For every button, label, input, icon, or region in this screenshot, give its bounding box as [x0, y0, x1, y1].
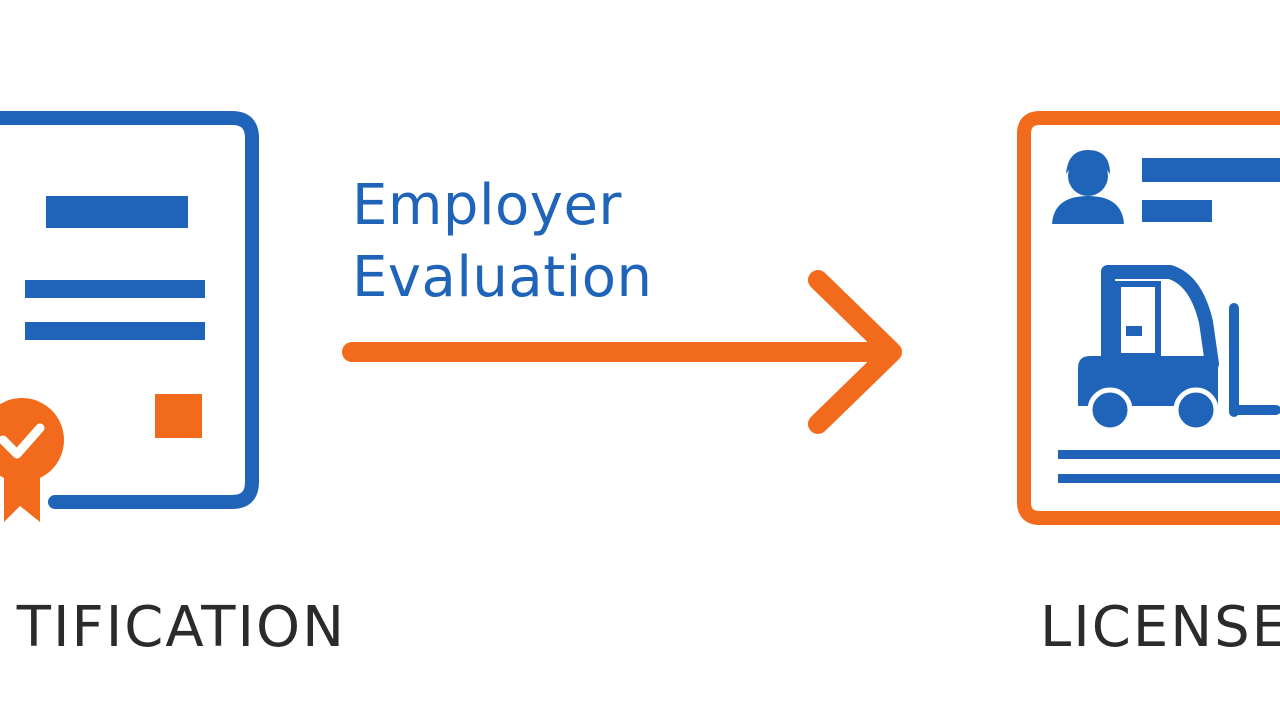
- card-footer-line-2: [1058, 474, 1280, 483]
- card-outline: [1017, 111, 1280, 525]
- forklift-license-card-icon: [1017, 111, 1280, 525]
- arrow-label-line-1: Employer: [352, 173, 622, 238]
- document-square-mark: [155, 394, 202, 438]
- document-line-1: [46, 196, 188, 228]
- award-ribbon-check-icon: [0, 398, 64, 522]
- card-name-bar: [1142, 158, 1280, 182]
- check-icon: [0, 423, 45, 459]
- card-footer-line-1: [1058, 450, 1280, 459]
- certificate-document-icon: [0, 111, 259, 509]
- arrow-right-icon: [342, 270, 902, 434]
- document-outline: [0, 111, 259, 509]
- person-avatar-icon: [1052, 150, 1124, 224]
- arrow-label-line-2: Evaluation: [352, 245, 653, 310]
- document-line-3: [25, 322, 205, 340]
- document-line-2: [25, 280, 205, 298]
- certification-caption: TIFICATION: [16, 595, 346, 660]
- arrow-head: [808, 270, 902, 434]
- license-caption: LICENSE: [1040, 595, 1280, 660]
- forklift-icon: [1078, 265, 1280, 433]
- arrow-label: Employer Evaluation: [352, 170, 652, 314]
- card-id-bar: [1142, 200, 1212, 222]
